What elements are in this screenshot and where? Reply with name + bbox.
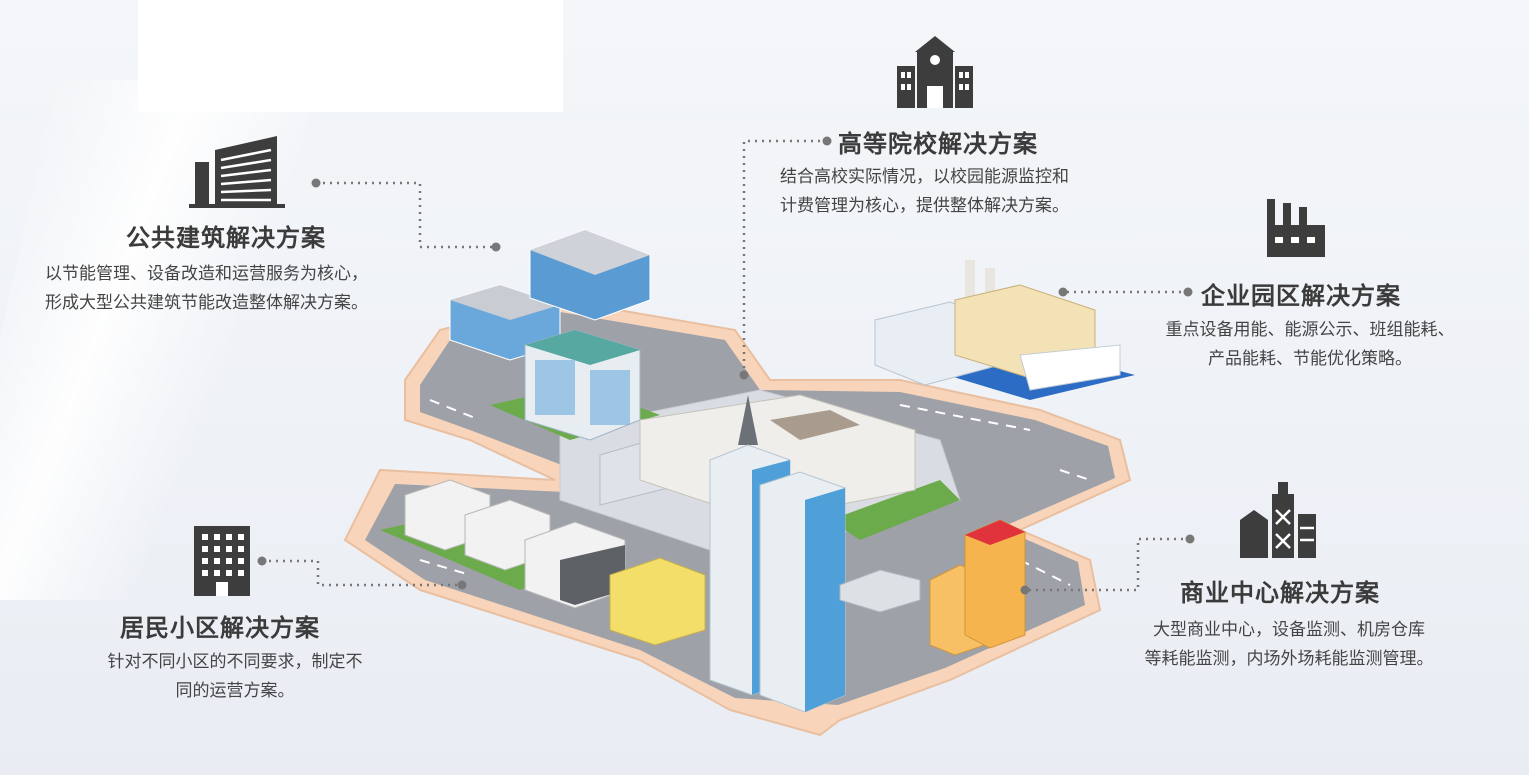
office-buildings [449,229,651,441]
university-desc-line: 计费管理为核心，提供整体解决方案。 [780,196,1069,216]
university-desc: 结合高校实际情况，以校园能源监控和 计费管理为核心，提供整体解决方案。 [780,163,1069,221]
main-tower [709,395,846,713]
public-building-title: 公共建筑解决方案 [126,224,326,252]
factory-icon [1267,199,1325,257]
commercial-desc-line: 大型商业中心，设备监测、机房仓库 [1153,620,1425,640]
residential-buildings [404,479,706,646]
connector-dots [257,136,1195,595]
residential-desc-line: 针对不同小区的不同要求，制定不 [107,652,363,672]
enterprise-park-desc-line: 产品能耗、节能优化策略。 [1208,349,1412,369]
enterprise-park-desc: 重点设备用能、能源公示、班组能耗、 产品能耗、节能优化策略。 [1143,316,1477,374]
public-building-desc: 以节能管理、设备改造和运营服务为核心， 形成大型公共建筑节能改造整体解决方案。 [45,260,368,318]
residential-desc: 针对不同小区的不同要求，制定不 同的运营方案。 [82,648,388,706]
commercial-title: 商业中心解决方案 [1180,579,1380,607]
university-title: 高等院校解决方案 [838,130,1038,158]
factory-buildings [874,260,1121,391]
commercial-desc-line: 等耗能监测，内场外场耗能监测管理。 [1144,649,1434,669]
apartment-icon [194,526,250,596]
enterprise-park-desc-line: 重点设备用能、能源公示、班组能耗、 [1165,320,1455,340]
university-desc-line: 结合高校实际情况，以校园能源监控和 [780,167,1069,187]
public-building-desc-line: 形成大型公共建筑节能改造整体解决方案。 [45,293,368,313]
grass-patch [830,480,960,540]
public-building-desc-line: 以节能管理、设备改造和运营服务为核心， [45,264,368,284]
commercial-buildings [839,519,1026,656]
office-building-icon [189,136,285,208]
connector-lines [262,139,1190,592]
enterprise-park-title: 企业园区解决方案 [1201,282,1401,310]
school-icon [897,36,973,108]
mall-icon [1240,482,1316,558]
residential-desc-line: 同的运营方案。 [175,681,295,701]
commercial-desc: 大型商业中心，设备监测、机房仓库 等耗能监测，内场外场耗能监测管理。 [1122,616,1456,674]
residential-title: 居民小区解决方案 [120,614,320,642]
